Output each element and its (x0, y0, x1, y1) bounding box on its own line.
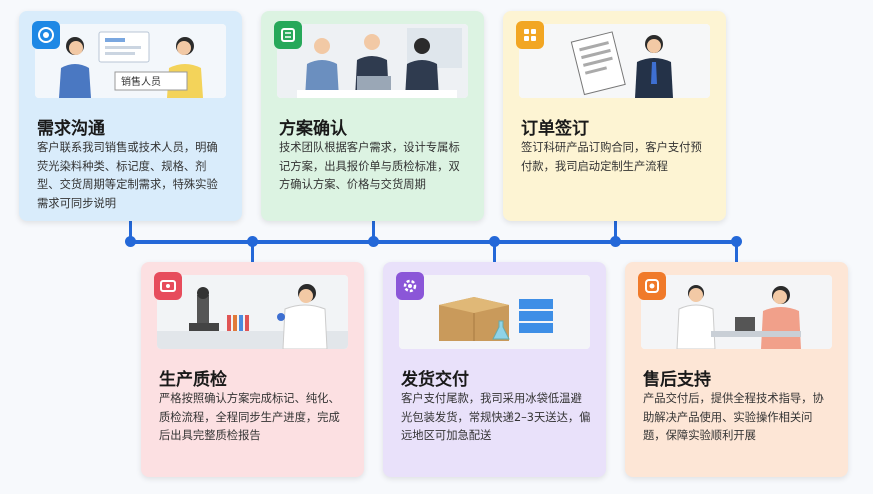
step-card-plan: 方案确认 技术团队根据客户需求，设计专属标记方案，出具报价单与质检标准，双方确认… (261, 11, 484, 221)
timeline-connector (251, 242, 254, 262)
chat-icon (32, 21, 60, 49)
step-title: 生产质检 (159, 370, 227, 390)
step-description: 严格按照确认方案完成标记、纯化、质检流程，全程同步生产进度，完成后出具完整质检报… (159, 392, 340, 442)
timeline-dot (125, 236, 136, 247)
step-title: 发货交付 (401, 370, 469, 390)
step-card-support: 售后支持 产品交付后，提供全程技术指导，协助解决产品使用、实验操作相关问题，保障… (625, 262, 848, 477)
timeline-connector (372, 220, 375, 242)
step-description: 产品交付后，提供全程技术指导，协助解决产品使用、实验操作相关问题，保障实验顺利开… (643, 392, 824, 442)
timeline-connector (735, 242, 738, 262)
illustration-contract (519, 24, 710, 98)
timeline-dot (247, 236, 258, 247)
timeline-connector (493, 242, 496, 262)
illustration-team (277, 24, 468, 98)
step-description: 客户联系我司销售或技术人员，明确荧光染料种类、标记度、规格、剂型、交货周期等定制… (37, 141, 218, 210)
support-icon (638, 272, 666, 300)
timeline-line (127, 240, 739, 244)
timeline-dot (368, 236, 379, 247)
illustration-support (641, 275, 832, 349)
step-title: 方案确认 (279, 119, 347, 139)
step-title: 售后支持 (643, 370, 711, 390)
grid-icon (516, 21, 544, 49)
timeline-connector (129, 220, 132, 242)
step-card-order: 订单签订 签订科研产品订购合同，客户支付预付款，我司启动定制生产流程 (503, 11, 726, 221)
document-icon (274, 21, 302, 49)
timeline-dot (610, 236, 621, 247)
step-card-production: 生产质检 严格按照确认方案完成标记、纯化、质检流程，全程同步生产进度，完成后出具… (141, 262, 364, 477)
timeline-connector (614, 220, 617, 242)
illustration-meeting: 销售人员 (35, 24, 226, 98)
illustration-lab (157, 275, 348, 349)
timeline-dot (731, 236, 742, 247)
image-label: 销售人员 (121, 75, 161, 88)
timeline-dot (489, 236, 500, 247)
step-description: 技术团队根据客户需求，设计专属标记方案，出具报价单与质检标准，双方确认方案、价格… (279, 141, 460, 191)
illustration-package (399, 275, 590, 349)
step-title: 需求沟通 (37, 119, 105, 139)
step-card-requirement: 销售人员 需求沟通 客户联系我司销售或技术人员，明确荧光染料种类、标记度、规格、… (19, 11, 242, 221)
gear-icon (396, 272, 424, 300)
step-title: 订单签订 (521, 119, 589, 139)
step-description: 客户支付尾款，我司采用冰袋低温避光包装发货，常规快递2–3天送达，偏远地区可加急… (401, 392, 591, 442)
report-icon (154, 272, 182, 300)
step-description: 签订科研产品订购合同，客户支付预付款，我司启动定制生产流程 (521, 141, 702, 173)
step-card-delivery: 发货交付 客户支付尾款，我司采用冰袋低温避光包装发货，常规快递2–3天送达，偏远… (383, 262, 606, 477)
